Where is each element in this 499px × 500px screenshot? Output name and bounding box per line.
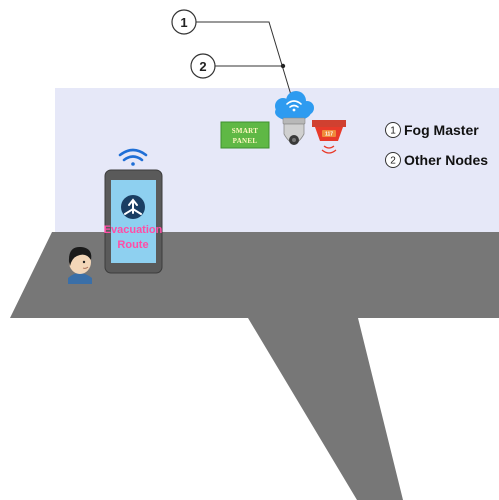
fire-alarm-icon: 117: [312, 120, 346, 154]
legend-circle-2: [385, 152, 401, 168]
callout-2: 2: [190, 53, 216, 79]
person-avatar: [68, 246, 92, 284]
floor-corridor: [10, 232, 499, 500]
legend: 1 Fog Master 2 Other Nodes: [385, 122, 488, 168]
callout-1: 1: [171, 9, 197, 35]
connector-line-1: [196, 21, 292, 96]
legend-label-2: Other Nodes: [404, 152, 488, 168]
dome-camera-icon: [282, 117, 306, 145]
callout-number-2: 2: [199, 59, 206, 74]
callout-connectors: [196, 21, 292, 96]
legend-number-2: 2: [390, 156, 396, 167]
alarm-label: 117: [325, 132, 333, 138]
smart-panel: SMART PANEL: [220, 121, 270, 149]
phone-wifi-icon: [118, 148, 148, 166]
legend-label-1: Fog Master: [404, 122, 479, 138]
smart-panel-line2: PANEL: [233, 137, 258, 145]
smart-panel-line1: SMART: [232, 127, 259, 135]
smartphone: Evacuation Route: [104, 169, 163, 274]
phone-line2: Route: [117, 239, 148, 251]
cloud-wifi-icon: [286, 100, 302, 108]
phone-line1: Evacuation: [104, 224, 163, 236]
callout-number-1: 1: [180, 15, 187, 30]
callout-circle-1: [171, 9, 197, 35]
callout-circle-2: [190, 53, 216, 79]
legend-circle-1: [385, 122, 401, 138]
legend-number-1: 1: [390, 126, 396, 137]
legend-item-2: 2 Other Nodes: [385, 152, 488, 168]
route-arrow-icon: [124, 198, 142, 215]
fog-cloud-icon: [275, 91, 314, 121]
connector-dot: [280, 63, 286, 69]
legend-item-1: 1 Fog Master: [385, 122, 479, 138]
